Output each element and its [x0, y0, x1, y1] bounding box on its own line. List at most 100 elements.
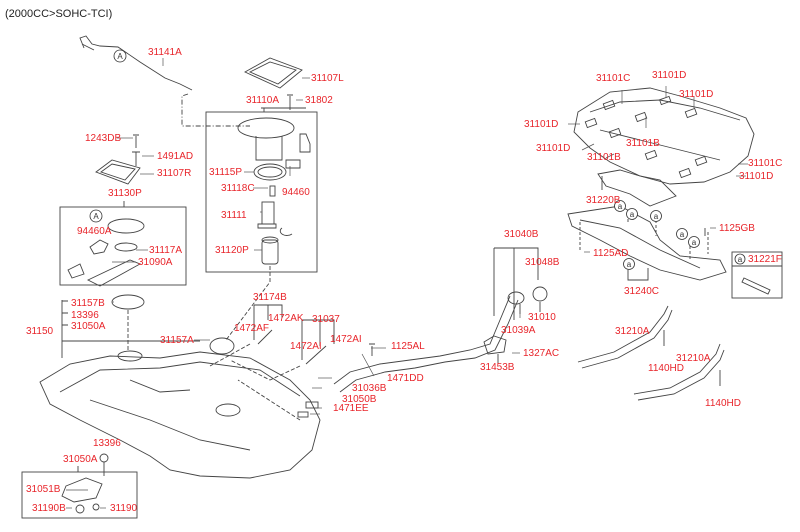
- sender-assembly-box: [59, 206, 187, 286]
- label-31110a[interactable]: 31110A: [246, 95, 279, 106]
- strap-31210a-rear: [633, 343, 721, 395]
- heat-shield-31220b: [597, 169, 677, 207]
- label-31221f[interactable]: 31221F: [748, 254, 782, 265]
- label-1472ak[interactable]: 1472AK: [268, 313, 304, 324]
- label-1327ac[interactable]: 1327AC: [523, 348, 560, 359]
- label-31101b-upper[interactable]: 31101B: [626, 138, 660, 149]
- label-31101d-left[interactable]: 31101D: [524, 119, 559, 130]
- label-31090a[interactable]: 31090A: [138, 257, 173, 268]
- label-31050a-tank[interactable]: 31050A: [71, 321, 106, 332]
- label-31210a-rear[interactable]: 31210A: [676, 353, 711, 364]
- callout-a-6: [623, 258, 635, 270]
- callout-A-box-text: A: [93, 212, 99, 221]
- callout-a-1: [614, 200, 626, 212]
- callout-a-4: [676, 228, 688, 240]
- label-31190[interactable]: 31190: [110, 503, 138, 514]
- label-31101d-mid[interactable]: 31101D: [536, 143, 571, 154]
- label-31107l[interactable]: 31107L: [311, 73, 344, 84]
- callout-a-1-text: a: [618, 202, 623, 211]
- dash-leader: [181, 93, 250, 127]
- label-1243db[interactable]: 1243DB: [85, 133, 122, 144]
- label-31101b-lower[interactable]: 31101B: [587, 152, 621, 163]
- heat-protector-31101: [573, 87, 755, 185]
- label-31115p[interactable]: 31115P: [209, 167, 242, 178]
- label-94460[interactable]: 94460: [282, 187, 310, 198]
- label-31048b[interactable]: 31048B: [525, 257, 560, 268]
- label-1471ee[interactable]: 1471EE: [333, 403, 369, 414]
- label-31010[interactable]: 31010: [528, 312, 556, 323]
- label-1472ai-left[interactable]: 1472AI: [290, 341, 322, 352]
- label-31050a-box[interactable]: 31050A: [63, 454, 98, 465]
- label-1125ad[interactable]: 1125AD: [593, 248, 629, 259]
- label-31120p[interactable]: 31120P: [215, 245, 249, 256]
- fuel-cap-31010: [532, 286, 548, 302]
- label-31051b[interactable]: 31051B: [26, 484, 61, 495]
- callout-a-2: [626, 208, 638, 220]
- callout-a-7: [734, 253, 746, 265]
- label-31111[interactable]: 31111: [221, 210, 247, 221]
- label-31130p[interactable]: 31130P: [108, 188, 142, 199]
- label-1125al[interactable]: 1125AL: [391, 341, 425, 352]
- label-31150[interactable]: 31150: [26, 326, 54, 337]
- label-1140hd-rear[interactable]: 1140HD: [705, 398, 741, 409]
- pump-assembly-box: [205, 111, 318, 273]
- filler-box-31050a: [21, 471, 138, 519]
- label-1472af[interactable]: 1472AF: [234, 323, 270, 334]
- callout-A-top: [113, 49, 127, 63]
- callout-a-5-text: a: [692, 238, 697, 247]
- label-1125gb[interactable]: 1125GB: [719, 223, 755, 234]
- strap-31210a-front: [577, 305, 669, 363]
- label-31210a-front[interactable]: 31210A: [615, 326, 650, 337]
- label-1140hd-front[interactable]: 1140HD: [648, 363, 684, 374]
- label-31101d-top[interactable]: 31101D: [652, 70, 687, 81]
- label-31118c[interactable]: 31118C: [221, 183, 255, 194]
- label-31037[interactable]: 31037: [312, 314, 340, 325]
- label-31453b[interactable]: 31453B: [480, 362, 515, 373]
- label-13396-tank[interactable]: 13396: [71, 310, 99, 321]
- gasket-31115p: [253, 163, 287, 181]
- label-31101c-top[interactable]: 31101C: [596, 73, 631, 84]
- label-31190b[interactable]: 31190B: [32, 503, 66, 514]
- label-31174b[interactable]: 31174B: [253, 292, 287, 303]
- label-31039a[interactable]: 31039A: [501, 325, 536, 336]
- label-31101d-bottom[interactable]: 31101D: [739, 171, 774, 182]
- label-31157a[interactable]: 31157A: [160, 335, 194, 346]
- gasket-31157a: [209, 337, 235, 355]
- label-31141a[interactable]: 31141A: [148, 47, 182, 58]
- under-cover-31240c: [567, 205, 727, 281]
- label-31040b[interactable]: 31040B: [504, 229, 539, 240]
- label-31101d-right[interactable]: 31101D: [679, 89, 714, 100]
- label-31802[interactable]: 31802: [305, 95, 333, 106]
- clip-kit-box-31221f: [731, 251, 783, 299]
- label-31050b[interactable]: 31050B: [342, 394, 377, 405]
- vapor-hose-part: [79, 35, 193, 91]
- cover-plate-31107r: [95, 159, 141, 185]
- label-31117a[interactable]: 31117A: [149, 245, 182, 256]
- callout-a-2-text: a: [630, 210, 635, 219]
- label-31220b[interactable]: 31220B: [586, 195, 621, 206]
- callout-a-3-text: a: [654, 212, 659, 221]
- label-94460a[interactable]: 94460A: [77, 226, 112, 237]
- callout-A-top-text: A: [117, 52, 123, 61]
- label-1471dd[interactable]: 1471DD: [387, 373, 424, 384]
- callout-a-4-text: a: [680, 230, 685, 239]
- label-31101c-right[interactable]: 31101C: [748, 158, 783, 169]
- cover-plate-31107l: [244, 57, 303, 89]
- label-1472ai-right[interactable]: 1472AI: [330, 334, 362, 345]
- label-31107r[interactable]: 31107R: [157, 168, 192, 179]
- filler-door-31453b: [483, 335, 507, 355]
- label-31036b[interactable]: 31036B: [352, 383, 387, 394]
- ring-31157b: [111, 294, 145, 310]
- diagram-title: (2000CC>SOHC-TCI): [5, 8, 113, 20]
- fuel-pump-31111: [261, 201, 275, 225]
- label-31157b[interactable]: 31157B: [71, 298, 105, 309]
- filler-neck: [333, 295, 511, 385]
- callout-a-7-text: a: [738, 255, 743, 264]
- callout-a-5: [688, 236, 700, 248]
- label-31240c[interactable]: 31240C: [624, 286, 660, 297]
- filter-31120p: [261, 239, 279, 265]
- label-13396-box[interactable]: 13396: [93, 438, 121, 449]
- label-1491ad[interactable]: 1491AD: [157, 151, 194, 162]
